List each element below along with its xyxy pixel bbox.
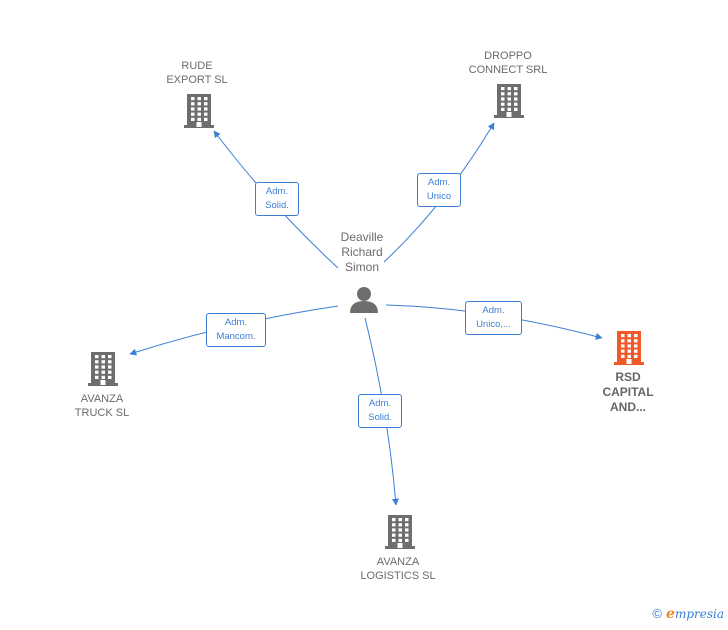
- company-label-rsd[interactable]: RSD CAPITAL AND...: [602, 370, 654, 414]
- icons-group: [88, 84, 644, 549]
- edge-label-rude: Adm. Solid.: [255, 182, 299, 216]
- brand-logo[interactable]: empresia: [666, 606, 724, 622]
- edge-label-droppo: Adm. Unico: [417, 173, 461, 207]
- company-label-avanza-truck[interactable]: AVANZA TRUCK SL: [74, 393, 130, 419]
- person-icon[interactable]: [350, 287, 378, 313]
- company-label-rude[interactable]: RUDE EXPORT SL: [166, 60, 228, 86]
- building-icon[interactable]: [385, 515, 415, 549]
- building-icon[interactable]: [614, 331, 644, 365]
- building-icon[interactable]: [184, 94, 214, 128]
- copyright-symbol: ©: [652, 606, 663, 621]
- building-icon[interactable]: [494, 84, 524, 118]
- company-label-droppo[interactable]: DROPPO CONNECT SRL: [468, 50, 548, 76]
- edges-group: [129, 122, 603, 506]
- footer-brand: ©empresia: [652, 606, 724, 622]
- company-label-avanza-logistics[interactable]: AVANZA LOGISTICS SL: [360, 556, 436, 582]
- edge-label-avanza-logistics: Adm. Solid.: [358, 394, 402, 428]
- building-icon[interactable]: [88, 352, 118, 386]
- edge-label-rsd: Adm. Unico,...: [465, 301, 522, 335]
- edge-label-avanza-truck: Adm. Mancom.: [206, 313, 266, 347]
- person-name[interactable]: Deaville Richard Simon: [340, 230, 384, 274]
